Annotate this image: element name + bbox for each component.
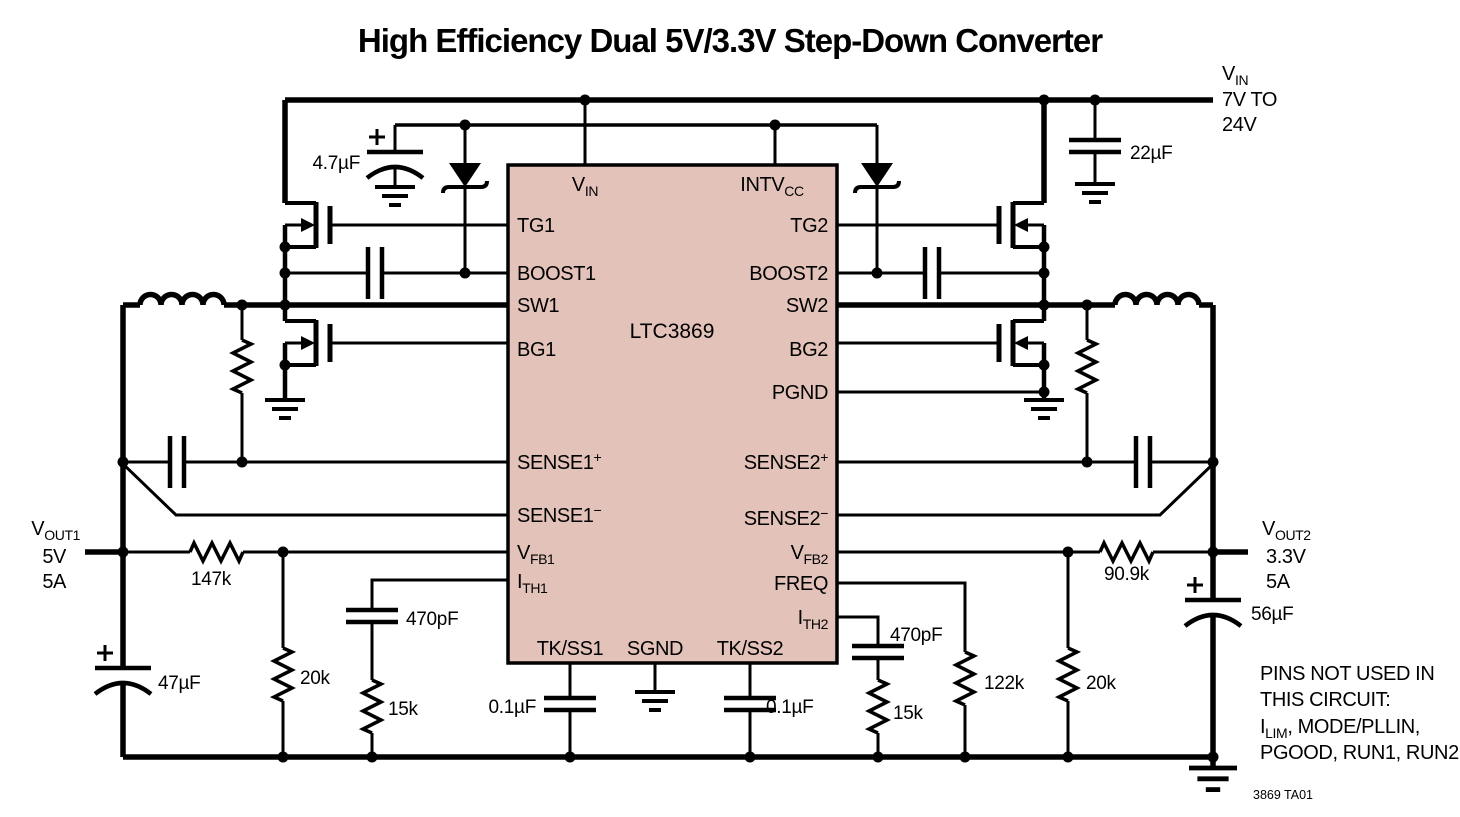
note-line1: PINS NOT USED IN — [1260, 663, 1434, 685]
vout1-voltage: 5V — [42, 546, 67, 568]
pin-sense2-plus: SENSE2+ — [744, 449, 829, 474]
label-r-ith2: 15k — [893, 703, 924, 724]
mosfet-top1 — [285, 202, 330, 248]
label-c-out1: 47µF — [158, 673, 201, 694]
pin-bg1: BG1 — [517, 339, 556, 361]
ground-mosfet1 — [263, 398, 307, 420]
pin-freq: FREQ — [774, 573, 828, 595]
pin-pgnd: PGND — [772, 382, 828, 404]
label-r-ith1: 15k — [388, 699, 419, 720]
note-line4: PGOOD, RUN1, RUN2 — [1260, 742, 1459, 764]
vout2-current: 5A — [1266, 571, 1291, 593]
ground-sgnd — [633, 690, 677, 712]
resistor-fb2-top — [1098, 541, 1155, 563]
capacitor-vin — [1069, 140, 1121, 152]
component-labels: 4.7µF 22µF 470pF 15k 470pF 15k 0.1µF 0.1… — [158, 143, 1294, 724]
label-c-ss2: 0.1µF — [766, 697, 813, 718]
pin-bg2: BG2 — [789, 339, 828, 361]
note-line3: ILIM, MODE/PLLIN, — [1260, 716, 1420, 741]
pin-sense1-minus: SENSE1− — [517, 502, 602, 527]
mosfet-bottom1 — [285, 320, 330, 366]
vout2-label: VOUT2 — [1262, 518, 1311, 543]
vout2-voltage: 3.3V — [1266, 546, 1307, 568]
label-r-fb2-bottom: 20k — [1086, 673, 1117, 694]
ic-pin-labels: VIN INTVCC TG1 BOOST1 SW1 BG1 SENSE1+ SE… — [517, 174, 829, 660]
schottky-diode-1 — [441, 161, 489, 195]
ground-vin-cap — [1073, 182, 1117, 204]
ic-part-number: LTC3869 — [630, 320, 715, 343]
resistor-dcr1 — [231, 338, 253, 395]
pin-intvcc: INTVCC — [740, 174, 804, 199]
vout1-current: 5A — [42, 571, 67, 593]
pin-tg2: TG2 — [790, 215, 828, 237]
resistor-fb1-top — [188, 541, 245, 563]
pin-sgnd: SGND — [627, 638, 683, 660]
resistor-dcr2 — [1076, 338, 1098, 395]
pin-sense1-plus: SENSE1+ — [517, 449, 602, 474]
label-c-out2: 56µF — [1251, 604, 1294, 625]
resistor-ith1 — [361, 678, 383, 735]
mosfet-top2 — [999, 202, 1044, 248]
label-c-vin: 22µF — [1130, 143, 1173, 164]
pin-vfb1: VFB1 — [517, 542, 555, 567]
ic-body — [506, 163, 839, 665]
note-line2: THIS CIRCUIT: — [1260, 689, 1390, 711]
capacitor-boost1 — [368, 247, 382, 299]
power-wires — [85, 97, 1248, 766]
figure-footnote: 3869 TA01 — [1253, 788, 1313, 802]
label-r-fb1-bottom: 20k — [300, 668, 331, 689]
vin-range-line1: 7V TO — [1222, 89, 1277, 111]
label-r-fb2-top: 90.9k — [1104, 564, 1150, 585]
pin-sense2-minus: SENSE2− — [744, 505, 829, 530]
resistor-fb1-bottom — [272, 646, 294, 703]
capacitor-ith2 — [852, 646, 904, 658]
rail-labels: VIN 7V TO 24V VOUT1 5V 5A VOUT2 3.3V 5A — [31, 63, 1311, 593]
ground-intvcc-cap — [373, 185, 417, 207]
label-r-freq: 122k — [984, 673, 1025, 694]
capacitor-boost2 — [925, 247, 939, 299]
pin-tkss1: TK/SS1 — [537, 638, 604, 660]
page-title: High Efficiency Dual 5V/3.3V Step-Down C… — [358, 22, 1103, 59]
junction-dots — [117, 94, 1219, 763]
ground-mosfet2 — [1022, 398, 1066, 420]
mosfet-bottom2 — [999, 320, 1044, 366]
resistor-ith2 — [867, 678, 889, 735]
pin-tg1: TG1 — [517, 215, 555, 237]
label-r-fb1-top: 147k — [191, 569, 232, 590]
capacitor-sense2 — [1136, 436, 1150, 488]
pin-ith2: ITH2 — [798, 607, 829, 632]
resistor-fb2-bottom — [1057, 646, 1079, 703]
vin-rail-label: VIN — [1222, 63, 1248, 88]
pin-ith1: ITH1 — [517, 571, 548, 596]
pin-boost2: BOOST2 — [749, 263, 828, 285]
pin-tkss2: TK/SS2 — [717, 638, 784, 660]
capacitor-sense1 — [170, 436, 184, 488]
schottky-diode-2 — [853, 161, 901, 195]
inductor-2 — [1115, 295, 1199, 306]
label-c-ith2: 470pF — [890, 625, 942, 646]
label-c-ss1: 0.1µF — [489, 697, 536, 718]
capacitor-ss1 — [544, 698, 596, 710]
label-c-ith1: 470pF — [406, 609, 458, 630]
ground-main — [1189, 768, 1237, 790]
vout1-label: VOUT1 — [31, 518, 80, 543]
pin-sw2: SW2 — [786, 295, 828, 317]
capacitor-ith1 — [346, 610, 398, 622]
pin-boost1: BOOST1 — [517, 263, 596, 285]
pin-vfb2: VFB2 — [791, 542, 829, 567]
pin-vin: VIN — [572, 174, 598, 199]
notes-block: PINS NOT USED IN THIS CIRCUIT: ILIM, MOD… — [1253, 663, 1459, 802]
inductor-1 — [140, 295, 224, 306]
vin-range-line2: 24V — [1222, 114, 1257, 136]
resistor-freq — [954, 650, 976, 707]
pin-sw1: SW1 — [517, 295, 559, 317]
label-c-intvcc: 4.7µF — [313, 153, 360, 174]
